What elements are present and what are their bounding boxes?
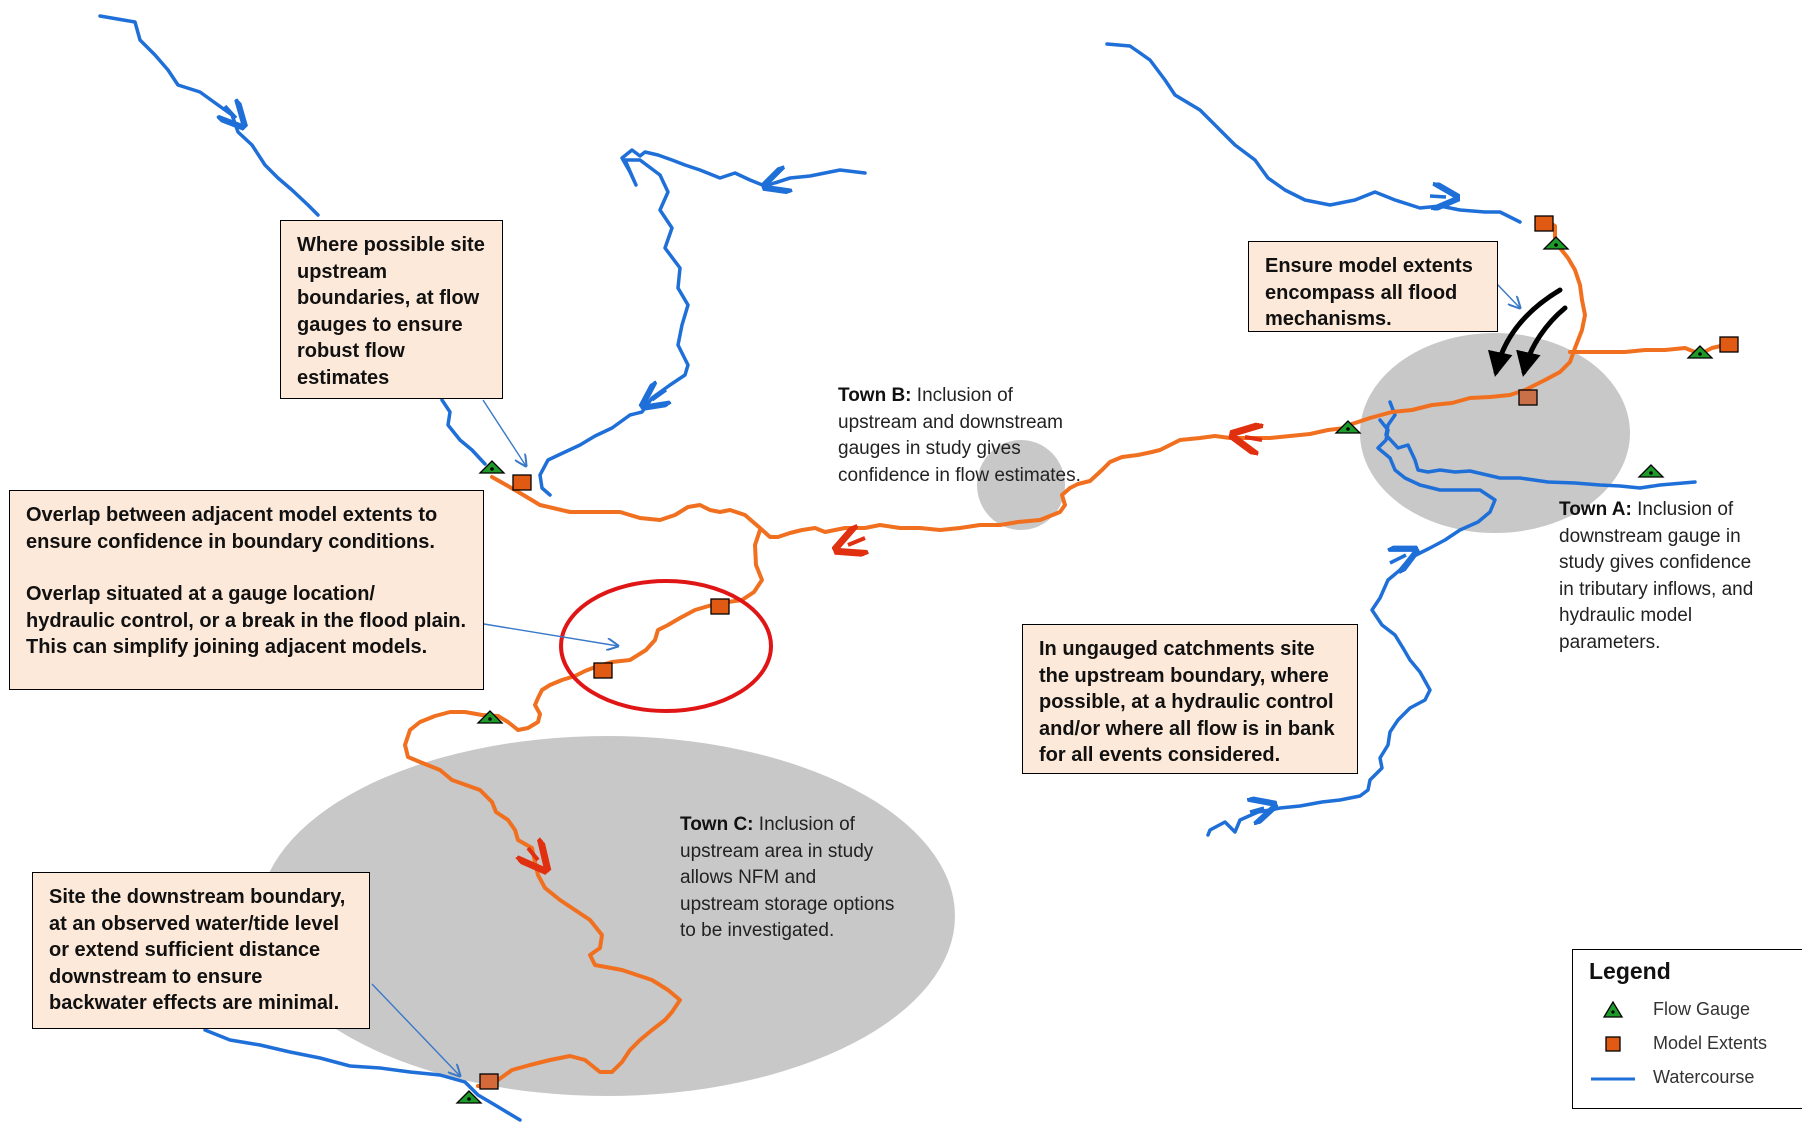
- flow-arrow-red-east: [1245, 437, 1262, 440]
- legend-label-watercourse: Watercourse: [1653, 1067, 1755, 1087]
- flow-arrow-ne: [1429, 196, 1446, 197]
- town-b-text: Inclusion of upstream and downstream gau…: [838, 385, 1081, 486]
- flow-gauge-icon: [1542, 236, 1570, 250]
- flow-arrow-north-lower: [652, 390, 666, 400]
- watercourse-northwest-lower: [440, 398, 487, 466]
- town-a-label: Town A:: [1559, 499, 1632, 520]
- leader-upstream-boundaries: [482, 399, 526, 466]
- town-a-note: Town A: Inclusion of downstream gauge in…: [1559, 497, 1769, 656]
- leader-downstream: [371, 983, 460, 1076]
- callout-ungauged-text: In ungauged catchments site the upstream…: [1039, 638, 1335, 766]
- modelled-river-town-a: [1350, 220, 1587, 426]
- flow-arrow-nw: [225, 106, 236, 118]
- legend-title: Legend: [1589, 958, 1671, 984]
- callout-model-extents-text: Ensure model extents encompass all flood…: [1265, 255, 1473, 330]
- flow-gauge-icon: [1686, 345, 1714, 359]
- flow-arrow-red-center: [848, 538, 865, 545]
- flow-gauge-icon: [478, 460, 506, 474]
- callout-upstream-boundaries: Where possible site upstream boundaries,…: [280, 220, 503, 399]
- model-extent-icon: [593, 662, 613, 679]
- modelled-river-east-branch: [1568, 343, 1727, 356]
- watercourse-northwest: [98, 14, 320, 217]
- callout-downstream: Site the downstream boundary, at an obse…: [32, 872, 370, 1029]
- callout-overlap-text-1: Overlap between adjacent model extents t…: [26, 504, 438, 553]
- town-b-note: Town B: Inclusion of upstream and downst…: [838, 383, 1083, 489]
- model-extent-icon: [1518, 389, 1538, 406]
- callout-upstream-boundaries-text: Where possible site upstream boundaries,…: [297, 234, 485, 389]
- model-extent-icon: [479, 1073, 499, 1090]
- callout-model-extents: Ensure model extents encompass all flood…: [1248, 241, 1498, 332]
- square-icon: [1605, 1036, 1621, 1052]
- overlap-circle: [559, 579, 773, 713]
- model-extent-icon: [1719, 336, 1739, 353]
- model-extent-icon: [710, 598, 730, 615]
- flow-gauge-icon: [455, 1090, 483, 1104]
- legend: Legend Flow Gauge Model Extents Watercou…: [1572, 949, 1802, 1109]
- flow-arrow-se: [1250, 808, 1264, 812]
- flow-gauge-icon: [1637, 464, 1665, 478]
- triangle-icon: [1602, 1000, 1624, 1018]
- watercourse-southwest: [203, 1028, 522, 1122]
- town-b-label: Town B:: [838, 385, 912, 406]
- callout-overlap-text-2: Overlap situated at a gauge location/ hy…: [26, 583, 467, 658]
- modelled-river-main: [490, 422, 1354, 539]
- town-a-text: Inclusion of downstream gauge in study g…: [1559, 499, 1754, 653]
- callout-downstream-text: Site the downstream boundary, at an obse…: [49, 886, 346, 1014]
- town-c-area: [259, 736, 955, 1096]
- watercourse-east-ungauged: [1206, 418, 1497, 837]
- watercourse-north: [538, 148, 867, 497]
- flow-arrow-east: [1390, 555, 1406, 563]
- legend-item-model-extents: Model Extents: [1589, 1031, 1802, 1065]
- flood-mechanism-arrow-1: [1487, 287, 1563, 377]
- watercourse-northeast: [1105, 42, 1522, 224]
- flow-arrow-red-south: [528, 848, 538, 860]
- line-icon: [1591, 1077, 1635, 1081]
- town-c-note: Town C: Inclusion of upstream area in st…: [680, 812, 900, 945]
- town-c-text: Inclusion of upstream area in study allo…: [680, 814, 895, 941]
- callout-overlap: Overlap between adjacent model extents t…: [9, 490, 484, 690]
- flow-gauge-icon: [476, 710, 504, 724]
- modelled-river-south: [403, 528, 764, 1088]
- town-b-area: [977, 440, 1065, 530]
- watercourse-town-a-tributary: [1384, 400, 1697, 490]
- town-c-label: Town C:: [680, 814, 754, 835]
- legend-label-flow-gauge: Flow Gauge: [1653, 999, 1751, 1019]
- legend-label-model-extents: Model Extents: [1653, 1033, 1768, 1053]
- leader-model-extents: [1496, 283, 1520, 308]
- legend-item-flow-gauge: Flow Gauge: [1589, 997, 1802, 1031]
- model-extent-icon: [1534, 215, 1554, 232]
- leader-overlap: [483, 623, 618, 646]
- flow-arrow-north: [775, 178, 790, 183]
- legend-item-watercourse: Watercourse: [1589, 1065, 1802, 1099]
- flood-mechanism-arrow-2: [1516, 305, 1568, 377]
- callout-ungauged: In ungauged catchments site the upstream…: [1022, 624, 1358, 774]
- flow-gauge-icon: [1334, 420, 1362, 434]
- model-extent-icon: [512, 474, 532, 491]
